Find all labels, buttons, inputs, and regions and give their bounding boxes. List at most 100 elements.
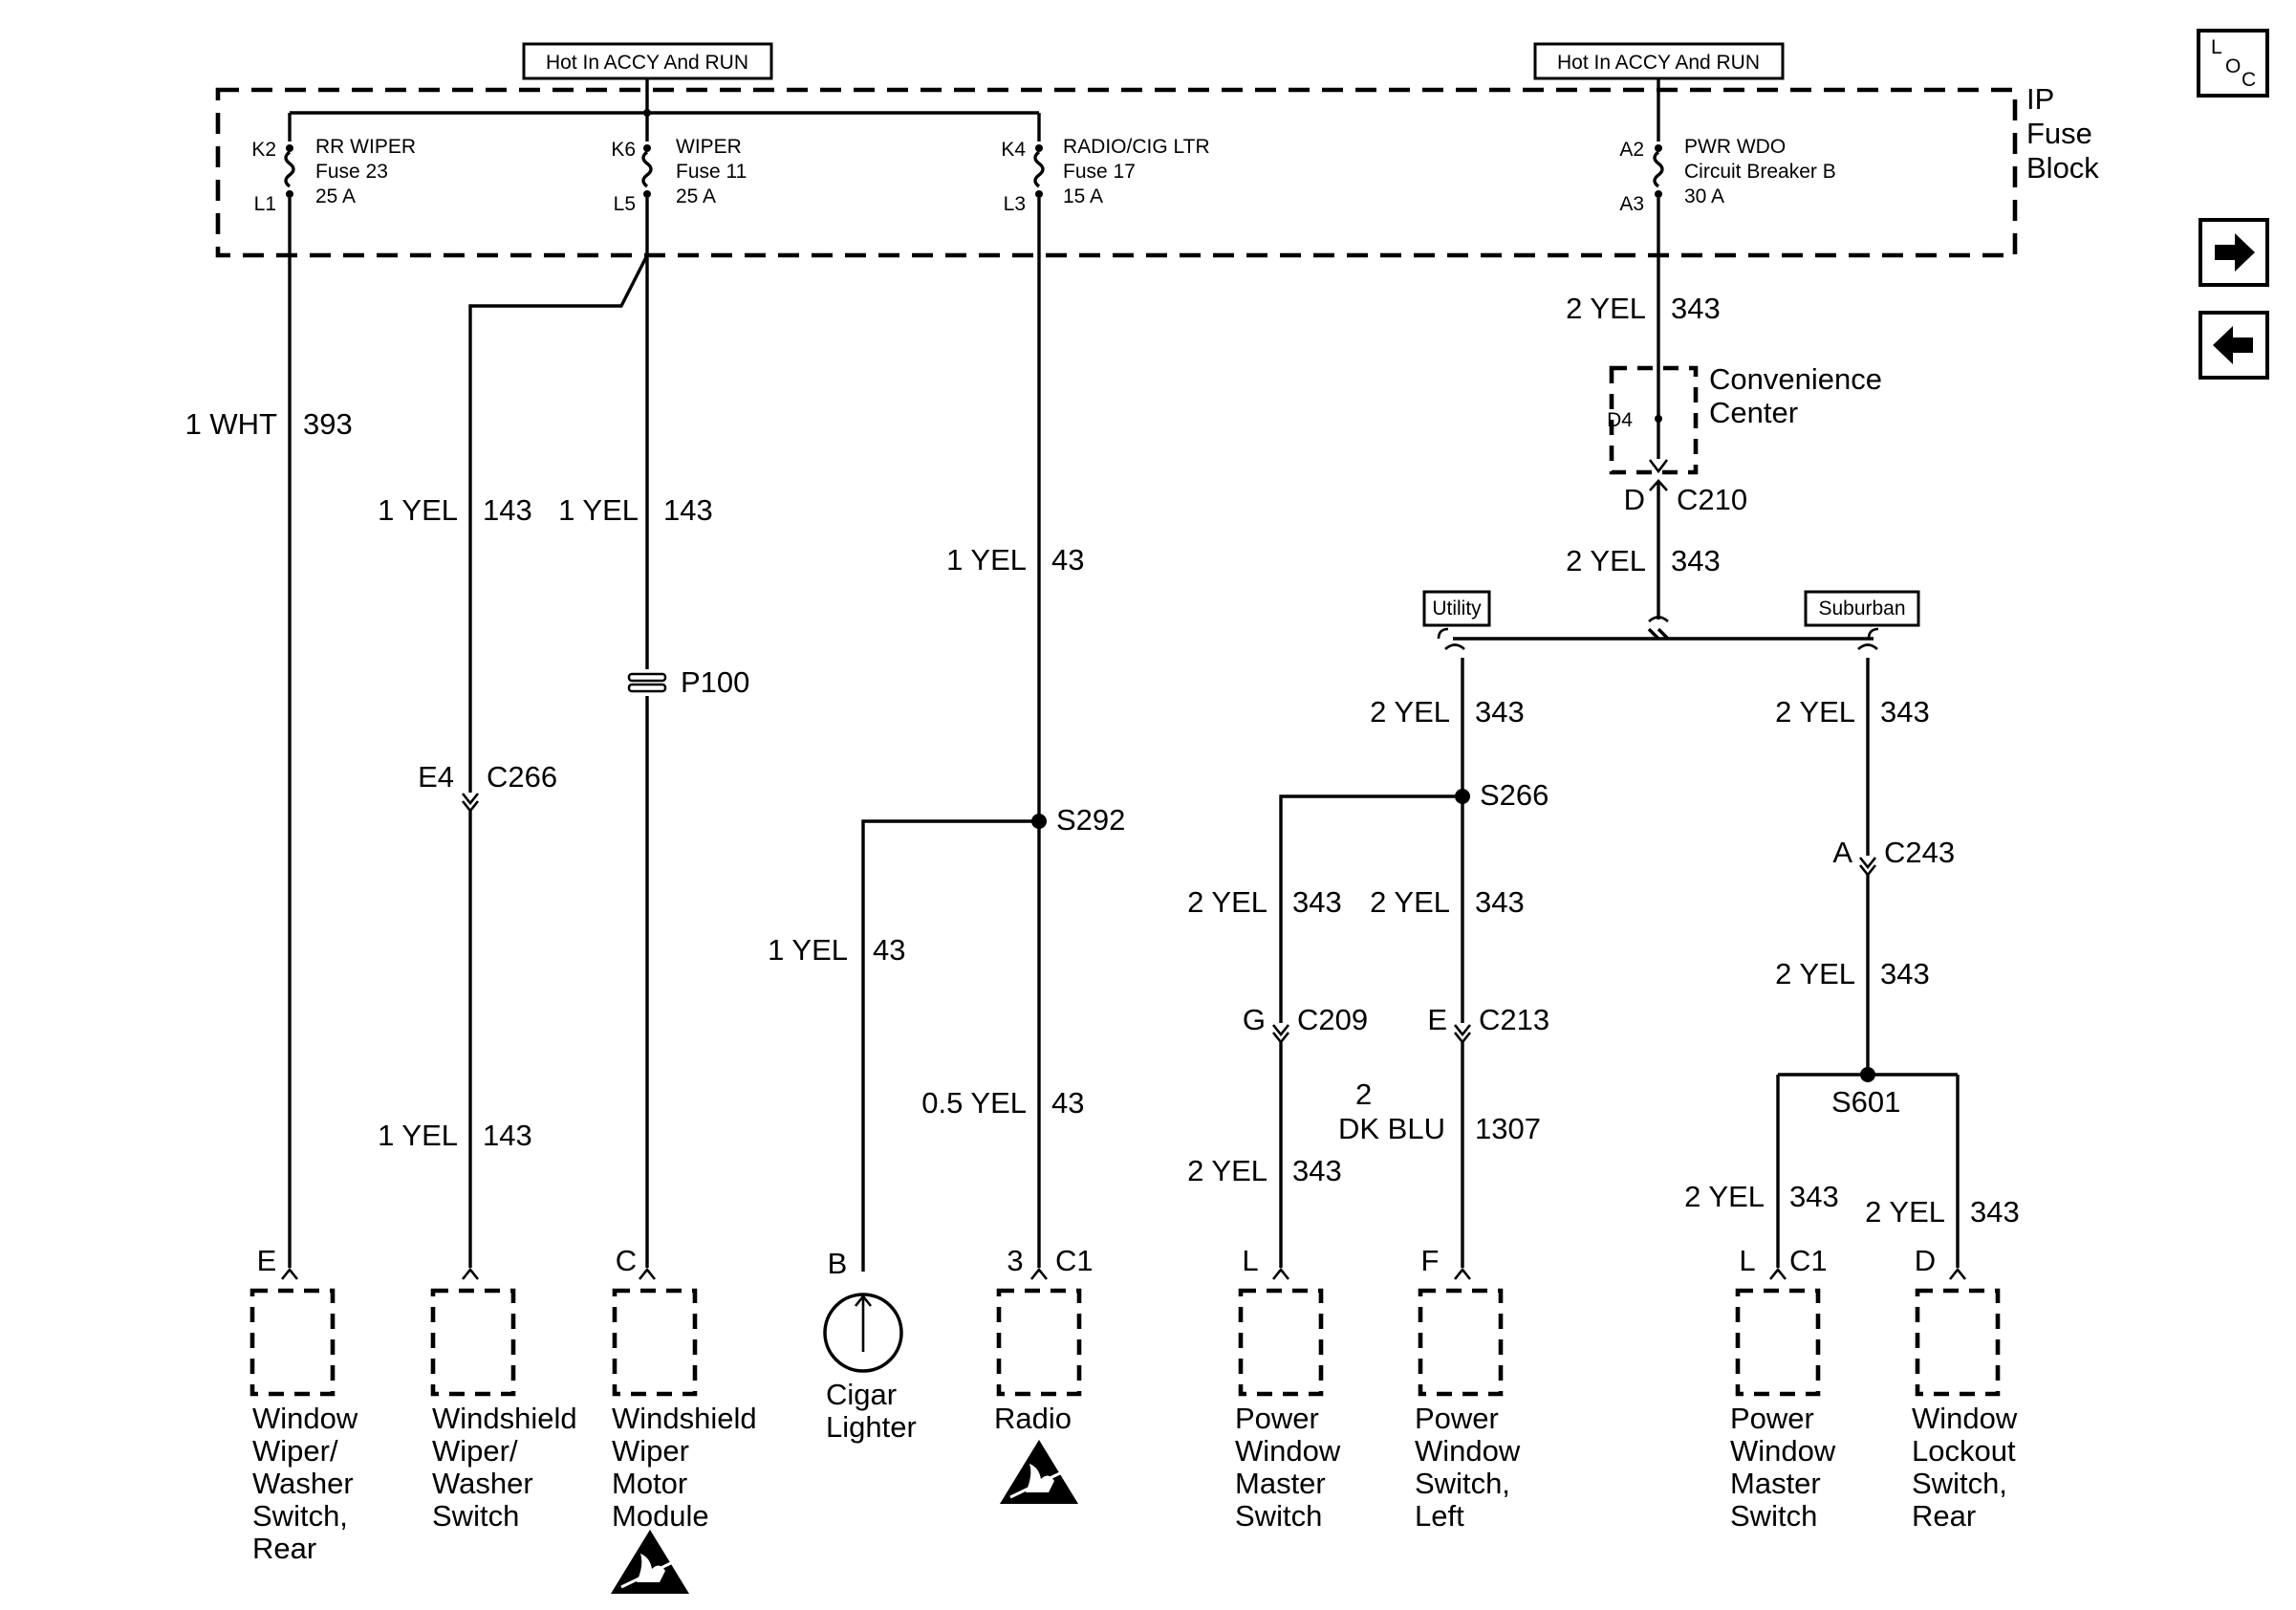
svg-text:Window: Window bbox=[1415, 1434, 1521, 1468]
fuse-wiper: K6 L5 WIPER Fuse 11 25 A bbox=[611, 136, 747, 215]
wire-label: 143 bbox=[483, 493, 532, 527]
wire-label: 2 YEL bbox=[1370, 695, 1450, 729]
svg-text:Window: Window bbox=[252, 1402, 358, 1435]
component-radio: 3 C1 Radio bbox=[994, 1244, 1094, 1435]
svg-text:Power: Power bbox=[1730, 1402, 1814, 1435]
ip-fuse-block-label: IP Fuse Block bbox=[2026, 82, 2099, 185]
connector-c266: C266 bbox=[487, 760, 557, 794]
svg-text:Radio: Radio bbox=[994, 1402, 1072, 1435]
fuse-radio-cig-ltr: K4 L3 RADIO/CIG LTR Fuse 17 15 A bbox=[1001, 136, 1209, 215]
svg-text:Hot In ACCY And RUN: Hot In ACCY And RUN bbox=[546, 52, 748, 74]
svg-text:Cigar: Cigar bbox=[826, 1378, 897, 1411]
connector-c210-pin: D bbox=[1624, 483, 1645, 516]
next-page-button[interactable] bbox=[2199, 218, 2269, 287]
svg-text:Lockout: Lockout bbox=[1912, 1434, 2016, 1468]
svg-text:A2: A2 bbox=[1619, 139, 1644, 161]
svg-text:K4: K4 bbox=[1001, 139, 1026, 161]
wire-label: 2 YEL bbox=[1370, 885, 1450, 919]
svg-text:L: L bbox=[1242, 1244, 1258, 1277]
previous-page-button[interactable] bbox=[2199, 311, 2269, 380]
svg-text:E: E bbox=[257, 1244, 277, 1277]
wire-label: 1 YEL bbox=[946, 543, 1027, 577]
component-power-window-master-switch-suburban: L C1 Power Window Master Switch bbox=[1730, 1244, 1836, 1533]
svg-text:L3: L3 bbox=[1004, 193, 1026, 215]
arrow-right-icon bbox=[2215, 233, 2255, 272]
wire-label: 343 bbox=[1292, 885, 1342, 919]
svg-text:Power: Power bbox=[1235, 1402, 1319, 1435]
svg-text:C1: C1 bbox=[1055, 1244, 1094, 1277]
svg-text:K6: K6 bbox=[611, 139, 636, 161]
wire-label: 343 bbox=[1671, 544, 1721, 577]
svg-text:Circuit Breaker B: Circuit Breaker B bbox=[1684, 161, 1836, 183]
svg-text:Switch,: Switch, bbox=[1415, 1467, 1510, 1500]
wire-label: DK BLU bbox=[1338, 1112, 1445, 1145]
component-windshield-wiper-washer-switch: Windshield Wiper/ Washer Switch bbox=[430, 1288, 577, 1533]
splice-s266-label: S266 bbox=[1480, 778, 1549, 812]
wire-label: 2 YEL bbox=[1187, 1154, 1267, 1187]
connector-c213: C213 bbox=[1479, 1003, 1549, 1036]
svg-text:Switch: Switch bbox=[1235, 1499, 1322, 1533]
circuit-breaker-pwr-wdo: A2 A3 PWR WDO Circuit Breaker B 30 A bbox=[1619, 136, 1835, 215]
option-suburban: Suburban bbox=[1804, 590, 1920, 627]
svg-text:O: O bbox=[2225, 55, 2241, 77]
wire-label: 43 bbox=[873, 933, 905, 967]
wire-label: 2 YEL bbox=[1684, 1180, 1765, 1213]
svg-text:Motor: Motor bbox=[612, 1467, 687, 1500]
esd-warning-icon bbox=[611, 1530, 689, 1594]
wire-label: 343 bbox=[1970, 1195, 2020, 1229]
svg-text:Left: Left bbox=[1415, 1499, 1464, 1533]
svg-text:L: L bbox=[2211, 36, 2222, 58]
splice-s601-label: S601 bbox=[1831, 1085, 1900, 1119]
svg-text:Convenience: Convenience bbox=[1709, 362, 1882, 396]
convenience-center: D4 Convenience Center bbox=[1607, 362, 1882, 475]
wire-label: 1 WHT bbox=[185, 407, 278, 441]
wire-label: 343 bbox=[1671, 292, 1721, 325]
component-power-window-master-switch-utility: L Power Window Master Switch bbox=[1235, 1244, 1341, 1533]
svg-text:Power: Power bbox=[1415, 1402, 1499, 1435]
svg-text:D4: D4 bbox=[1607, 409, 1633, 431]
wire-label: 43 bbox=[1051, 543, 1084, 577]
wire-label: 1 YEL bbox=[768, 933, 848, 967]
svg-text:Fuse 23: Fuse 23 bbox=[315, 161, 388, 183]
svg-text:Window: Window bbox=[1912, 1402, 2018, 1435]
svg-text:Utility: Utility bbox=[1432, 598, 1482, 620]
component-cigar-lighter: B Cigar Lighter bbox=[823, 1247, 917, 1444]
wire-label: 343 bbox=[1475, 885, 1525, 919]
splice-s292-label: S292 bbox=[1056, 803, 1125, 837]
connector-c210: C210 bbox=[1677, 483, 1747, 516]
svg-text:L: L bbox=[1739, 1244, 1755, 1277]
wire-label: 143 bbox=[483, 1119, 532, 1152]
svg-text:Washer: Washer bbox=[432, 1467, 533, 1500]
svg-text:Lighter: Lighter bbox=[826, 1410, 917, 1444]
option-utility: Utility bbox=[1422, 590, 1491, 627]
svg-text:Block: Block bbox=[2026, 151, 2099, 185]
svg-text:30 A: 30 A bbox=[1684, 185, 1724, 207]
svg-text:Rear: Rear bbox=[1912, 1499, 1976, 1533]
wire-label: 393 bbox=[303, 407, 353, 441]
svg-text:Master: Master bbox=[1730, 1467, 1821, 1500]
component-windshield-wiper-motor-module: C Windshield Wiper Motor Module bbox=[612, 1244, 757, 1533]
connector-c213-pin: E bbox=[1427, 1003, 1447, 1036]
component-power-window-switch-left: F Power Window Switch, Left bbox=[1415, 1244, 1521, 1533]
svg-text:Switch,: Switch, bbox=[1912, 1467, 2007, 1500]
connector-c243: C243 bbox=[1884, 836, 1955, 869]
svg-text:25 A: 25 A bbox=[315, 185, 356, 207]
svg-text:Master: Master bbox=[1235, 1467, 1326, 1500]
hot-label-left: Hot In ACCY And RUN bbox=[522, 42, 773, 80]
wire-label: 2 bbox=[1355, 1077, 1372, 1111]
svg-text:Rear: Rear bbox=[252, 1532, 316, 1565]
wire-label: 343 bbox=[1880, 695, 1930, 729]
hot-label-right: Hot In ACCY And RUN bbox=[1533, 42, 1785, 80]
svg-text:K2: K2 bbox=[251, 139, 276, 161]
wire-label: 2 YEL bbox=[1865, 1195, 1945, 1229]
svg-text:Hot In ACCY And RUN: Hot In ACCY And RUN bbox=[1557, 52, 1760, 74]
wire-label: 343 bbox=[1292, 1154, 1342, 1187]
location-button[interactable]: L O C bbox=[2197, 29, 2269, 98]
wire-label: 2 YEL bbox=[1775, 957, 1855, 990]
svg-text:Window: Window bbox=[1730, 1434, 1836, 1468]
svg-text:Fuse 17: Fuse 17 bbox=[1063, 161, 1136, 183]
svg-text:C: C bbox=[2242, 69, 2256, 91]
svg-text:D: D bbox=[1915, 1244, 1936, 1277]
svg-text:L5: L5 bbox=[614, 193, 636, 215]
